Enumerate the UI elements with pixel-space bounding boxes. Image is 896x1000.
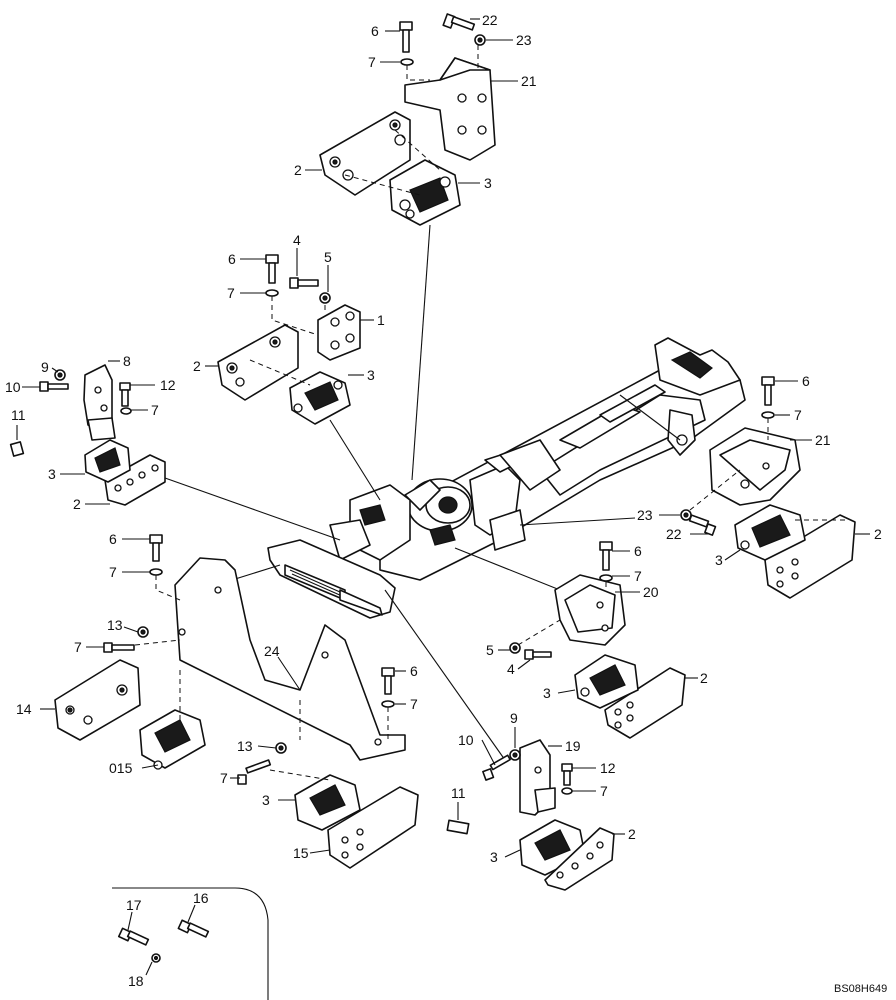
callout-23-top: 23 (516, 32, 532, 48)
callout-16: 16 (193, 890, 209, 906)
callout-7-upper: 7 (227, 285, 235, 301)
callout-7-top: 7 (368, 54, 376, 70)
assembly-leader-lines (164, 224, 636, 761)
callout-3-upper: 3 (367, 367, 375, 383)
callout-7-bolt-left: 7 (74, 639, 82, 655)
callout-1: 1 (377, 312, 385, 328)
callout-6-top: 6 (371, 23, 379, 39)
lower-right-bracket-assembly (446, 727, 625, 891)
callout-6-lower-left: 6 (109, 531, 117, 547)
callout-2-left: 2 (73, 496, 81, 512)
callout-7-bolt-lower: 7 (220, 770, 228, 786)
callout-13-lower: 13 (237, 738, 253, 754)
callout-3-lower-mid: 3 (262, 792, 270, 808)
callout-6-mid-right: 6 (634, 543, 642, 559)
lower-left-bracket-assembly (40, 534, 419, 869)
callout-6-right: 6 (802, 373, 810, 389)
callout-2-mid-right: 2 (700, 670, 708, 686)
callout-15: 15 (293, 845, 309, 861)
callout-23-right: 23 (637, 507, 653, 523)
callout-9-left: 9 (41, 359, 49, 375)
right-bracket-assembly (659, 376, 870, 599)
callout-3-top: 3 (484, 175, 492, 191)
callout-2-right: 2 (874, 526, 882, 542)
callout-19: 19 (565, 738, 581, 754)
callout-3-right: 3 (715, 552, 723, 568)
callout-3-lower-right: 3 (490, 849, 498, 865)
callout-4-mid-right: 4 (507, 661, 515, 677)
callout-12-lower: 12 (600, 760, 616, 776)
callout-015: 015 (109, 760, 133, 776)
left-bracket-assembly (9, 360, 166, 506)
callout-5-upper: 5 (324, 249, 332, 265)
callout-18: 18 (128, 973, 144, 989)
callout-3-left: 3 (48, 466, 56, 482)
top-bracket-assembly (305, 13, 518, 226)
callout-22-top: 22 (482, 12, 498, 28)
callout-21-right: 21 (815, 432, 831, 448)
callout-21-top: 21 (521, 73, 537, 89)
callout-17: 17 (126, 897, 142, 913)
callout-13-upper: 13 (107, 617, 123, 633)
callout-10-lower: 10 (458, 732, 474, 748)
callout-8: 8 (123, 353, 131, 369)
callout-2-lower-right: 2 (628, 826, 636, 842)
callout-7-lower-right: 7 (600, 783, 608, 799)
callout-2-upper: 2 (193, 358, 201, 374)
callout-6-upper: 6 (228, 251, 236, 267)
inset-fastener-box (112, 887, 269, 1000)
callout-9-lower: 9 (510, 710, 518, 726)
drawing-code: BS08H649 (834, 983, 887, 995)
callout-7-mid-right: 7 (634, 568, 642, 584)
callout-7-lower-left: 7 (109, 564, 117, 580)
right-middle-bracket-assembly (498, 541, 698, 739)
callout-7-right: 7 (794, 407, 802, 423)
callout-12-left: 12 (160, 377, 176, 393)
callout-2-top: 2 (294, 162, 302, 178)
callout-11-left: 11 (11, 407, 26, 423)
callout-7-lower-mid: 7 (410, 696, 418, 712)
callout-14: 14 (16, 701, 32, 717)
chassis-frame (267, 337, 746, 619)
callout-6-lower-mid: 6 (410, 663, 418, 679)
callout-24: 24 (264, 643, 280, 659)
callout-3-mid-right: 3 (543, 685, 551, 701)
callout-22-right: 22 (666, 526, 682, 542)
callout-11-lower: 11 (451, 785, 466, 801)
callout-10-left: 10 (5, 379, 21, 395)
callout-4-upper: 4 (293, 232, 301, 248)
callout-7-left: 7 (151, 402, 159, 418)
callout-5-mid-right: 5 (486, 642, 494, 658)
callout-20: 20 (643, 584, 659, 600)
upper-middle-assembly (205, 248, 374, 425)
callout-labels: 22 6 23 7 21 2 3 4 6 5 7 1 2 3 9 8 10 12… (5, 12, 887, 995)
